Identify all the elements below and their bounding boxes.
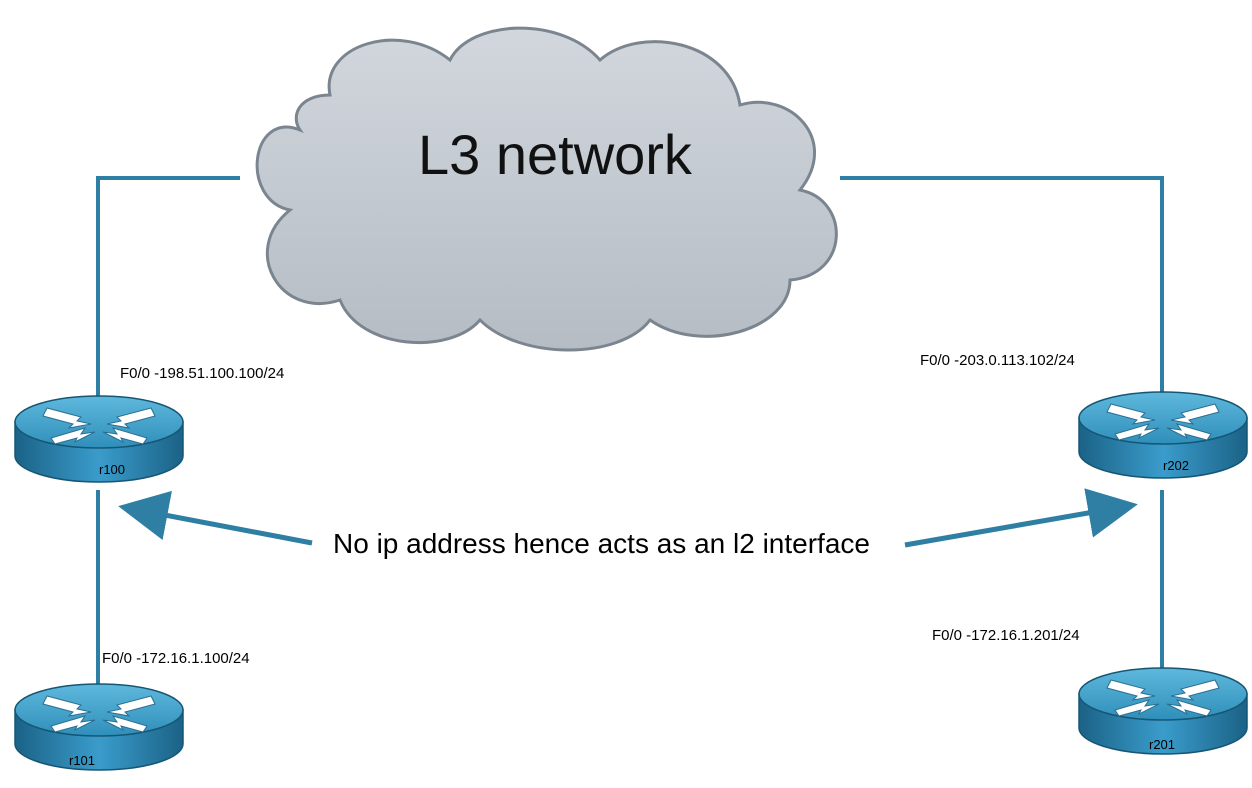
interface-label-r201: F0/0 -172.16.1.201/24 — [932, 627, 1080, 644]
arrow-to-r100 — [118, 490, 313, 546]
router-name-r201: r201 — [1148, 737, 1176, 752]
router-name-r202: r202 — [1162, 458, 1190, 473]
interface-label-r101: F0/0 -172.16.1.100/24 — [102, 650, 250, 667]
l3-network-cloud — [255, 26, 838, 352]
link-cloud-r202 — [840, 176, 1164, 400]
interface-label-r100: F0/0 -198.51.100.100/24 — [120, 365, 285, 382]
router-name-r100: r100 — [98, 462, 126, 477]
router-name-r101: r101 — [68, 753, 96, 768]
interface-label-r202: F0/0 -203.0.113.102/24 — [920, 352, 1075, 369]
annotation-arrows — [118, 488, 1138, 548]
annotation-text: No ip address hence acts as an l2 interf… — [333, 528, 870, 559]
link-r100-cloud — [96, 176, 240, 402]
links — [96, 176, 1164, 690]
arrow-to-r202 — [904, 488, 1138, 548]
cloud-label: L3 network — [418, 123, 692, 186]
